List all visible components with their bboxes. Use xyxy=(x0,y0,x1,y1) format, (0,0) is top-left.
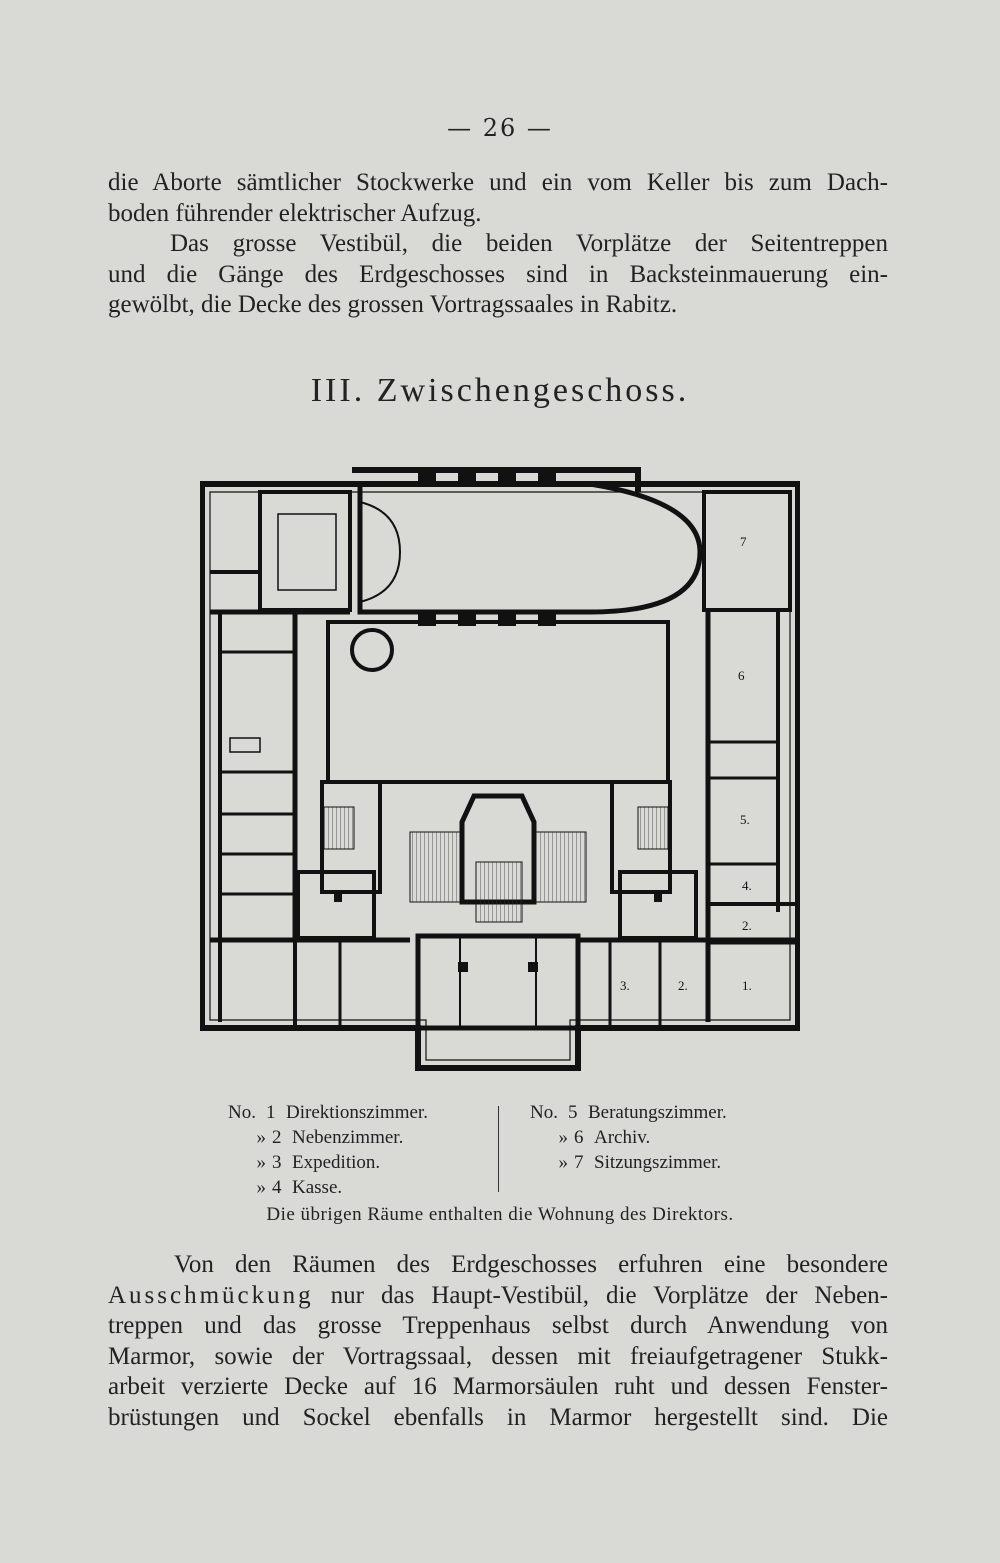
outer-wall xyxy=(200,481,800,1071)
bathtub xyxy=(229,737,261,753)
text-line: boden führender elektrischer Aufzug. xyxy=(108,199,482,227)
intro-paragraph: die Aborte sämtlicher Stockwerke und ein… xyxy=(108,168,888,229)
outer-wall-inner-line xyxy=(209,491,791,1061)
text-line: Das grosse Vestibül, die beiden Vorplätz… xyxy=(170,230,888,257)
vestibule-west xyxy=(296,870,376,940)
room-label-7: 7 xyxy=(740,534,747,549)
legend-divider xyxy=(498,1106,499,1192)
room-7-outline xyxy=(702,490,792,612)
emphasized-word: Ausschmückung xyxy=(108,1281,314,1309)
text-line: gewölbt, die Decke des grossen Vortragss… xyxy=(108,291,678,318)
stair-flight xyxy=(535,831,587,903)
room-labels: 1. 2. 3. 4. 5. 6 7 2. xyxy=(620,534,752,993)
lecture-hall-wall xyxy=(357,481,703,615)
legend-note: Die übrigen Räume enthalten die Wohnung … xyxy=(266,1204,734,1225)
inner-court xyxy=(326,620,670,784)
text-line: die Aborte sämtlicher Stockwerke und ein… xyxy=(108,169,888,196)
vestibule-east xyxy=(618,870,698,940)
side-stair-east xyxy=(610,780,672,894)
decoration-paragraph: Von den Räumen des Erdgeschosses erfuhre… xyxy=(108,1250,888,1433)
light-well xyxy=(277,513,337,591)
room-label-2: 2. xyxy=(678,978,688,993)
page-number: — 26 — xyxy=(447,114,553,142)
stair-flight xyxy=(409,831,461,903)
room-label-3: 3. xyxy=(620,978,630,993)
text-line: Ausschmückung nur das Haupt-Vestibül, di… xyxy=(108,1281,888,1309)
text-line: brüstungen und Sockel ebenfalls in Marmo… xyxy=(108,1403,888,1431)
text-line: treppen und das grosse Treppenhaus selbs… xyxy=(108,1312,888,1339)
text-line: Von den Räumen des Erdgeschosses erfuhre… xyxy=(174,1251,888,1278)
entrance-hall xyxy=(415,933,581,1031)
stair-steps xyxy=(323,806,355,850)
section-title: III. Zwischengeschoss. xyxy=(310,372,690,409)
floor-plan-drawing: 1. 2. 3. 4. 5. 6 7 2. xyxy=(200,467,800,1071)
room-label-2b: 2. xyxy=(742,918,752,933)
stair-steps xyxy=(637,806,669,850)
text-line: Marmor, sowie der Vortragssaal, dessen m… xyxy=(108,1342,888,1370)
hall-top-wall xyxy=(352,467,641,492)
text-line: und die Gänge des Erdgeschosses sind in … xyxy=(108,260,888,288)
main-staircase xyxy=(459,793,537,905)
text-line: arbeit verzierte Decke auf 16 Marmorsäul… xyxy=(108,1373,888,1400)
hall-columns xyxy=(334,468,662,972)
side-stair-west xyxy=(320,780,382,894)
room-label-6: 6 xyxy=(738,668,745,683)
room-label-1: 1. xyxy=(742,978,752,993)
stair-flight xyxy=(475,861,523,923)
room-label-5: 5. xyxy=(740,812,750,827)
room-label-4: 4. xyxy=(742,878,752,893)
vestibule-paragraph: Das grosse Vestibül, die beiden Vorplätz… xyxy=(108,229,888,321)
spiral-stair xyxy=(350,628,394,672)
hall-apse-west xyxy=(359,501,402,603)
